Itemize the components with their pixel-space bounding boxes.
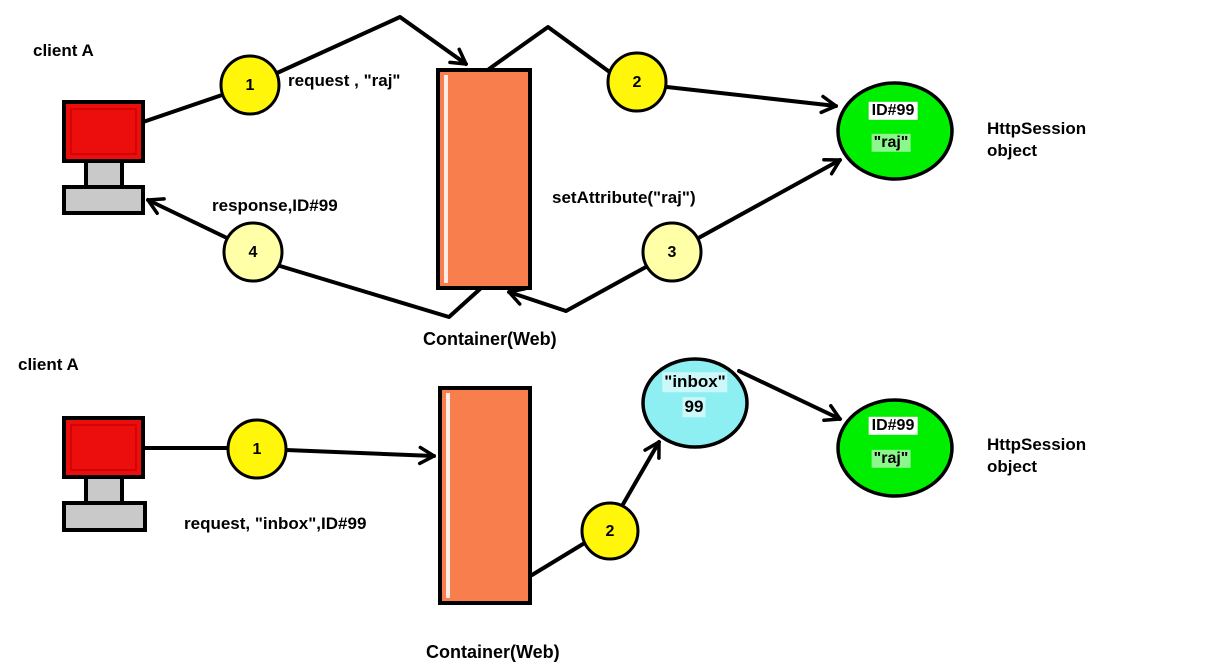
inbox-name-text: "inbox" [662, 372, 728, 392]
web-container-rect-bottom [438, 386, 532, 605]
step-number-3-top: 3 [667, 243, 677, 261]
setattribute-label: setAttribute("raj") [552, 188, 696, 207]
arrow-response-to-client [146, 197, 229, 240]
session-value-text-bottom: "raj" [871, 449, 911, 469]
httpsession-label-line1-bottom: HttpSession [987, 435, 1087, 454]
inbox-id-text: 99 [682, 397, 706, 417]
arrow-inbox-to-session-bottom [737, 369, 842, 422]
web-container-rect-top [436, 68, 532, 290]
line-container-to-step2-bottom [530, 542, 585, 577]
client-computer-icon-bottom [62, 416, 147, 532]
monitor-screen-inner-frame-bottom [70, 424, 137, 471]
request-inbox-label: request, "inbox",ID#99 [184, 514, 367, 533]
line-container-to-step2-top [487, 25, 613, 75]
container-web-label-top: Container(Web) [423, 329, 557, 349]
httpsession-label-line1-top: HttpSession [987, 119, 1087, 138]
request-raj-label: request , "raj" [288, 71, 401, 90]
monitor-neck-top [84, 159, 124, 189]
httpsession-label-line2-bottom: object [987, 457, 1038, 476]
client-a-label-bottom: client A [18, 355, 79, 374]
step-number-2-bottom: 2 [605, 522, 615, 540]
line-client-to-step1-top [141, 93, 224, 124]
httpsession-ellipse-top [836, 81, 954, 181]
session-id-text-bottom: ID#99 [868, 416, 918, 436]
step-number-1-top: 1 [245, 76, 255, 94]
line-container-to-step4 [278, 264, 482, 319]
monitor-screen-inner-frame-top [70, 108, 137, 155]
arrow-step2-to-session-top [665, 85, 838, 115]
step-circle-3-top [641, 221, 703, 283]
step-circle-4-top [222, 221, 284, 283]
response-id-label: response,ID#99 [212, 196, 338, 215]
step-number-2-top: 2 [632, 73, 642, 91]
monitor-base-bottom [62, 501, 147, 532]
monitor-screen-bottom [62, 416, 145, 479]
arrow-step2-to-inbox [620, 440, 661, 508]
client-computer-icon-top [62, 100, 145, 215]
session-id-text-top: ID#99 [868, 101, 918, 121]
step-circle-2-top [606, 51, 668, 113]
step-circle-1-top [219, 54, 281, 116]
container-highlight-top [444, 75, 448, 283]
arrow-request-to-container-bottom [284, 445, 436, 466]
step-number-4-top: 4 [248, 243, 258, 261]
container-fill-top [436, 68, 532, 290]
monitor-neck-bottom [84, 475, 124, 505]
monitor-base-top [62, 185, 145, 215]
container-web-label-bottom: Container(Web) [426, 642, 560, 662]
httpsession-label-line2-top: object [987, 141, 1038, 160]
arrow-request-to-container-top [275, 15, 468, 75]
container-fill-bottom [438, 386, 532, 605]
step-circle-2-bottom [580, 501, 640, 561]
container-highlight-bottom [446, 393, 450, 598]
step-circle-1-bottom [226, 418, 288, 480]
httpsession-ellipse-bottom [836, 398, 954, 498]
session-value-text-top: "raj" [871, 133, 911, 153]
monitor-screen-top [62, 100, 145, 163]
step-number-1-bottom: 1 [252, 440, 262, 458]
client-a-label-top: client A [33, 41, 94, 60]
arrow-setattribute-container-session [507, 158, 842, 313]
